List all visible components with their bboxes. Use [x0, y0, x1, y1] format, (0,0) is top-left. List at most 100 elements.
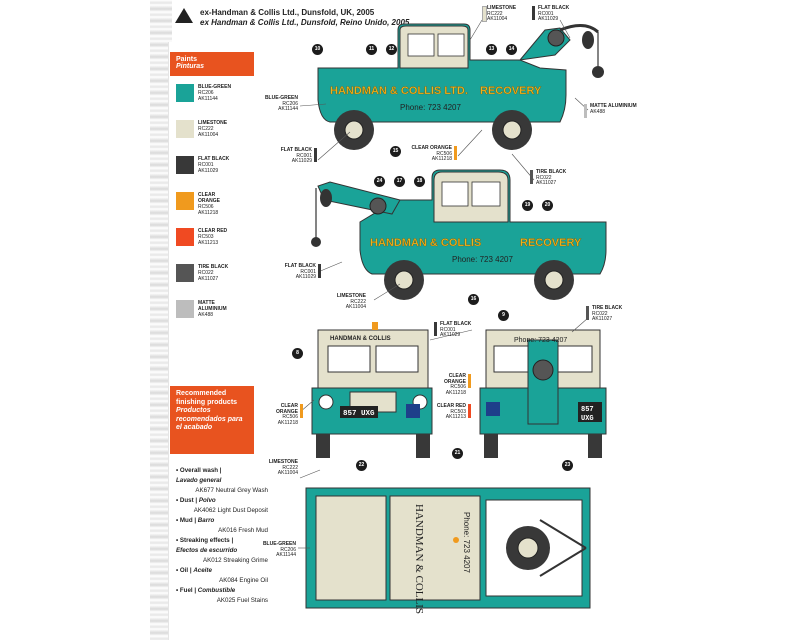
side-phone-text: Phone: 723 4207 [400, 103, 461, 112]
paint-swatch [176, 84, 194, 102]
side2-phone-text: Phone: 723 4207 [452, 255, 513, 264]
front-view: HANDMAN & COLLIS 857 UXG [311, 322, 433, 458]
product-value: AK016 Fresh Mud [218, 527, 268, 534]
product-value: AK025 Fuel Stains [216, 597, 268, 604]
top-phone-text: Phone: 723 4207 [462, 512, 471, 573]
marker-18: 18 [414, 176, 425, 187]
tick-flatblack-2 [318, 264, 321, 278]
tick-flatblack [532, 6, 535, 20]
finish-title: Recommended finishing products [176, 390, 238, 406]
marker-8: 8 [292, 348, 303, 359]
torn-edge-decoration [150, 0, 172, 640]
product-value: AK4062 Light Dust Deposit [193, 507, 268, 514]
marker-20: 20 [542, 200, 553, 211]
tick-orange-l [300, 404, 303, 418]
tick-tireblack-rear [586, 306, 589, 320]
paints-title-box: Paints Pinturas [170, 52, 254, 76]
top-view: HANDMAN & COLLIS Phone: 723 4207 [305, 487, 591, 614]
tick-flatblack-front [434, 322, 437, 336]
marker-17: 17 [394, 176, 405, 187]
marker-11: 11 [366, 44, 377, 55]
paint-swatch [176, 228, 194, 246]
tick-tireblack [530, 170, 533, 184]
sidebar-panel [168, 42, 251, 640]
tick-matte [584, 104, 587, 118]
marker-22: 22 [356, 460, 367, 471]
paint-swatch [176, 264, 194, 282]
top-roof-text: HANDMAN & COLLIS [413, 504, 425, 614]
marker-9: 9 [498, 310, 509, 321]
rear-plate-2: UXG [581, 415, 594, 423]
tick-flatblack-mid [314, 148, 317, 162]
marker-23: 23 [562, 460, 573, 471]
marker-12: 12 [386, 44, 397, 55]
marker-21: 21 [452, 448, 463, 459]
rear-plate-1: 857 [581, 406, 594, 414]
paints-title: Paints [176, 56, 198, 63]
product-heading: • Streaking effects | Efectos de escurri… [176, 537, 238, 554]
product-heading: • Fuel | Combustible [176, 587, 236, 594]
marker-10: 10 [312, 44, 323, 55]
side-view-right: HANDMAN & COLLIS LTD. RECOVERY Phone: 72… [317, 23, 604, 150]
rear-phone-text: Phone: 723 4207 [514, 337, 567, 344]
tick-red [468, 404, 471, 418]
paint-swatch [176, 192, 194, 210]
product-heading: • Overall wash | Lavado general [176, 467, 222, 484]
marker-24: 24 [374, 176, 385, 187]
side2-recovery-text: RECOVERY [520, 237, 582, 249]
profile-badge-icon [175, 8, 193, 23]
finish-title-es: Productos recomendados para el acabado [176, 407, 243, 431]
page-header: ex-Handman & Collis Ltd., Dunsfold, UK, … [200, 8, 409, 28]
product-heading: • Dust | Polvo [176, 497, 216, 504]
product-value: AK084 Engine Oil [219, 577, 268, 584]
tick-orange [454, 146, 457, 160]
header-title-en: ex-Handman & Collis Ltd., Dunsfold, UK, … [200, 8, 375, 17]
marker-13: 13 [486, 44, 497, 55]
product-value: AK677 Neutral Grey Wash [195, 487, 268, 494]
product-heading: • Mud | Barro [176, 517, 215, 524]
side-view-left: HANDMAN & COLLIS RECOVERY Phone: 723 420… [311, 169, 607, 300]
marker-15: 15 [390, 146, 401, 157]
paint-swatch [176, 300, 194, 318]
rear-view: Phone: 723 4207 857 UXG [479, 329, 607, 458]
paint-swatch [176, 120, 194, 138]
marker-19: 19 [522, 200, 533, 211]
front-company-text: HANDMAN & COLLIS [330, 336, 391, 342]
tick-orange-r [468, 374, 471, 388]
header-title-es: ex Handman & Collis Ltd., Dunsfold, Rein… [200, 18, 410, 27]
side-company-text: HANDMAN & COLLIS LTD. [330, 85, 468, 97]
front-plate-text: 857 UXG [343, 410, 375, 418]
product-heading: • Oil | Aceite [176, 567, 212, 574]
side-recovery-text: RECOVERY [480, 85, 542, 97]
tick-limestone [482, 6, 487, 22]
marker-16: 16 [468, 294, 479, 305]
product-value: AK012 Streaking Grime [203, 557, 268, 564]
marker-14: 14 [506, 44, 517, 55]
finish-title-box: Recommended finishing products Productos… [170, 386, 254, 454]
side2-company-text: HANDMAN & COLLIS [370, 237, 481, 249]
